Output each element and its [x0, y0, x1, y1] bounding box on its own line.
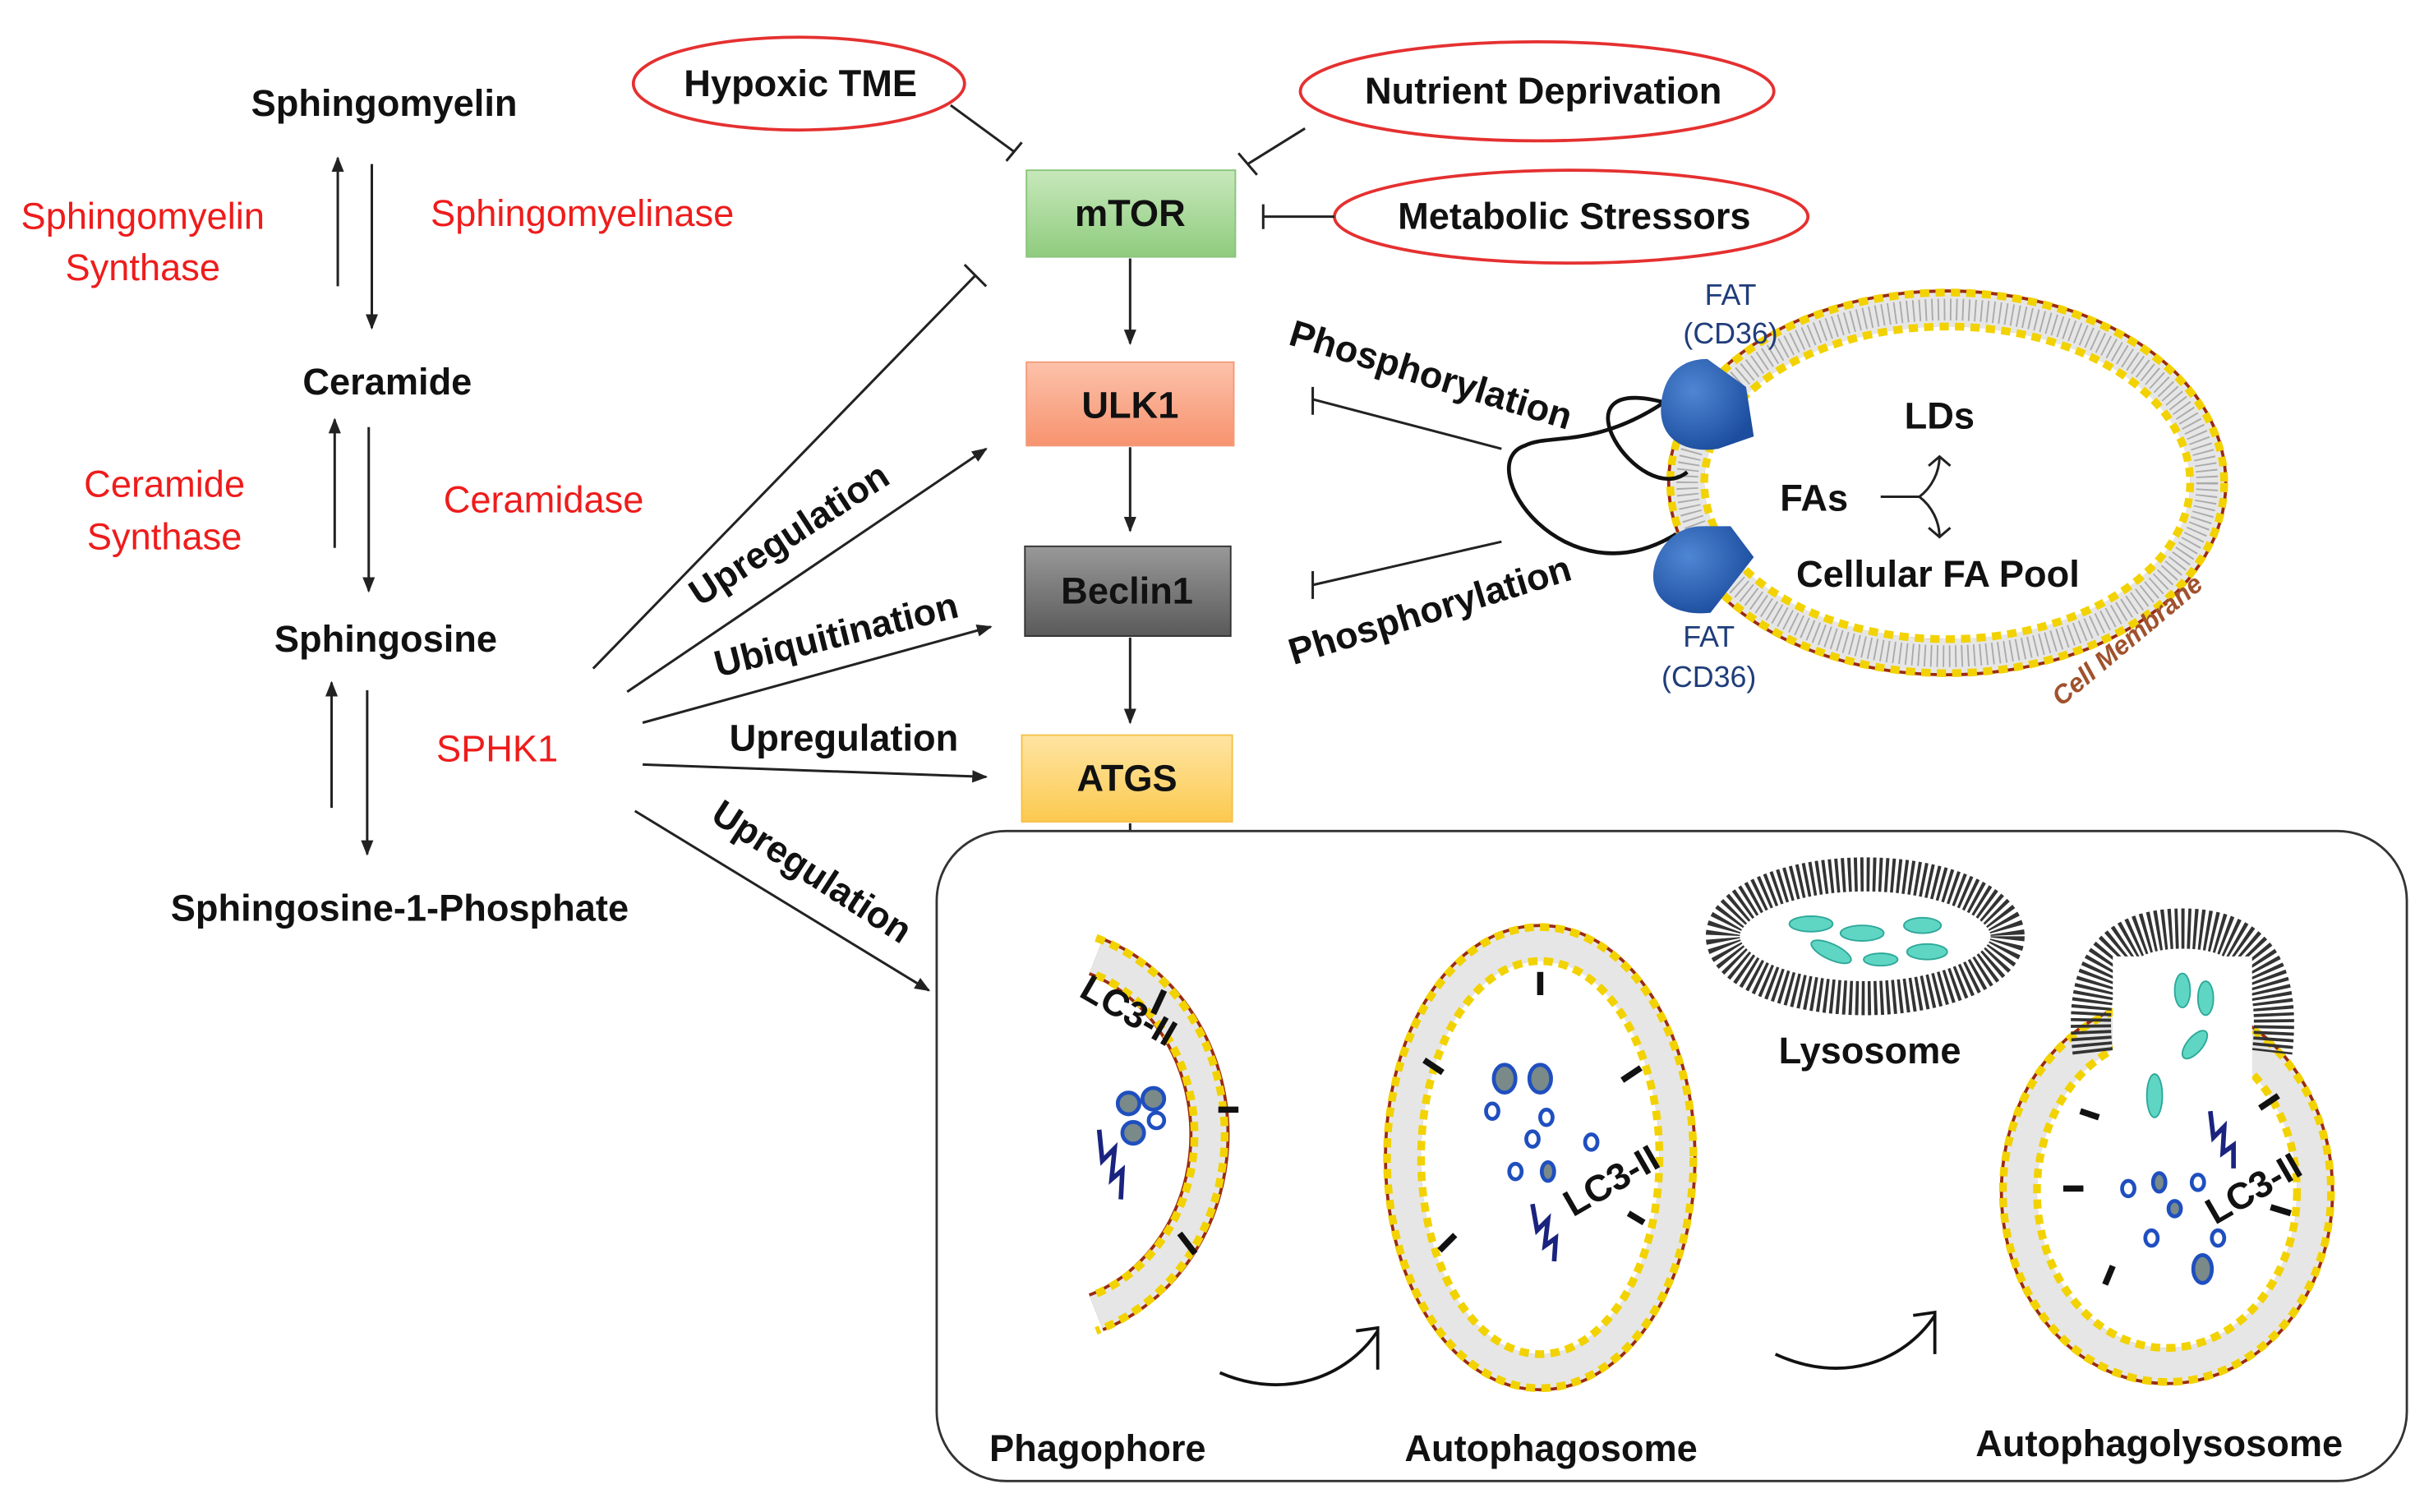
cd36-label: (CD36)	[1661, 661, 1756, 694]
node-beclin1-label: Beclin1	[1061, 569, 1193, 611]
stressor-ellipse	[1298, 39, 1776, 143]
arrow-icon	[643, 763, 989, 783]
metabolite-sphingomyelin: Sphingomyelin	[251, 82, 518, 124]
progression-arrow-icon	[1774, 1310, 1937, 1370]
stressor-nutrient-deprivation: Nutrient Deprivation	[1365, 70, 1721, 112]
phosphorylation-label: Phosphorylation	[1284, 547, 1576, 673]
branch-arrow-icon	[1880, 454, 1952, 539]
stressors: Hypoxic TME Nutrient Deprivation Metabol…	[631, 35, 1810, 265]
fat-protein-icon	[1652, 526, 1754, 614]
node-ulk1-label: ULK1	[1081, 384, 1178, 426]
node-atgs	[1021, 734, 1233, 823]
enzyme-sphingomyelin-synthase-2: Synthase	[66, 247, 220, 288]
enzyme-ceramide-synthase-2: Synthase	[87, 516, 242, 558]
lysosome-icon	[1705, 857, 2025, 1016]
cellular-fa-pool-label: Cellular FA Pool	[1796, 553, 2080, 595]
lds-label: LDs	[1905, 395, 1975, 437]
stage-phagophore: Phagophore	[989, 1427, 1206, 1469]
autophagy-panel: LC3-II LC3-II Lysosome	[935, 829, 2408, 1482]
inhibition-line	[592, 263, 988, 670]
arrow-icon	[626, 447, 988, 694]
fas-label: FAs	[1780, 477, 1848, 519]
arrow-icon	[642, 624, 993, 724]
cell-membrane	[1666, 288, 2228, 677]
stressor-metabolic-stressors: Metabolic Stressors	[1398, 196, 1750, 237]
inhibition-line	[1311, 540, 1502, 599]
inhibition-line	[1237, 127, 1306, 176]
inhibition-line	[949, 104, 1023, 162]
enzyme-ceramide-synthase-1: Ceramide	[84, 463, 245, 505]
cd36-label: (CD36)	[1683, 317, 1777, 350]
edge-label-upregulation: Upregulation	[681, 454, 896, 615]
enzyme-ceramidase: Ceramidase	[444, 478, 644, 520]
stage-autophagosome: Autophagosome	[1404, 1427, 1697, 1469]
fat-protein-icon	[1661, 358, 1754, 450]
autophagosome-icon	[1383, 923, 1698, 1393]
arrow-icon	[634, 809, 931, 992]
node-ulk1	[1025, 361, 1235, 447]
stressor-hypoxic-tme: Hypoxic TME	[684, 62, 917, 104]
autophagolysosome-icon	[1998, 908, 2335, 1386]
phosphorylation-label: Phosphorylation	[1285, 312, 1578, 438]
sphingolipid-pathway: Sphingomyelin Ceramide Sphingosine Sphin…	[21, 82, 735, 929]
node-atgs-label: ATGS	[1076, 757, 1177, 799]
phagophore-icon	[1088, 933, 1239, 1335]
node-mtor-label: mTOR	[1075, 192, 1186, 234]
edge-label-upregulation: Upregulation	[705, 791, 919, 952]
node-beclin1	[1024, 545, 1232, 637]
fat-label: FAT	[1705, 279, 1757, 311]
enzyme-sphingomyelin-synthase-1: Sphingomyelin	[21, 196, 265, 237]
fat-cd36-panel: Phosphorylation Phosphorylation FAT (CD3…	[1284, 279, 2228, 712]
metabolite-s1p: Sphingosine-1-Phosphate	[171, 887, 629, 929]
fat-label: FAT	[1683, 620, 1735, 653]
stage-lysosome: Lysosome	[1779, 1030, 1961, 1072]
inhibition-line	[1261, 204, 1334, 229]
enzyme-sphk1: SPHK1	[436, 728, 558, 770]
inhibition-line	[1311, 386, 1502, 450]
enzyme-sphingomyelinase: Sphingomyelinase	[431, 192, 734, 234]
reversible-arrows	[325, 156, 379, 856]
progression-arrow-icon	[1219, 1325, 1380, 1386]
metabolite-ceramide: Ceramide	[302, 361, 472, 403]
cd36-loop	[1506, 395, 1689, 555]
metabolite-sphingosine: Sphingosine	[274, 618, 497, 660]
node-mtor	[1025, 169, 1237, 258]
edge-label-upregulation: Upregulation	[730, 717, 959, 758]
stage-autophagolysosome: Autophagolysosome	[1975, 1422, 2343, 1464]
stressor-ellipse	[631, 35, 966, 132]
